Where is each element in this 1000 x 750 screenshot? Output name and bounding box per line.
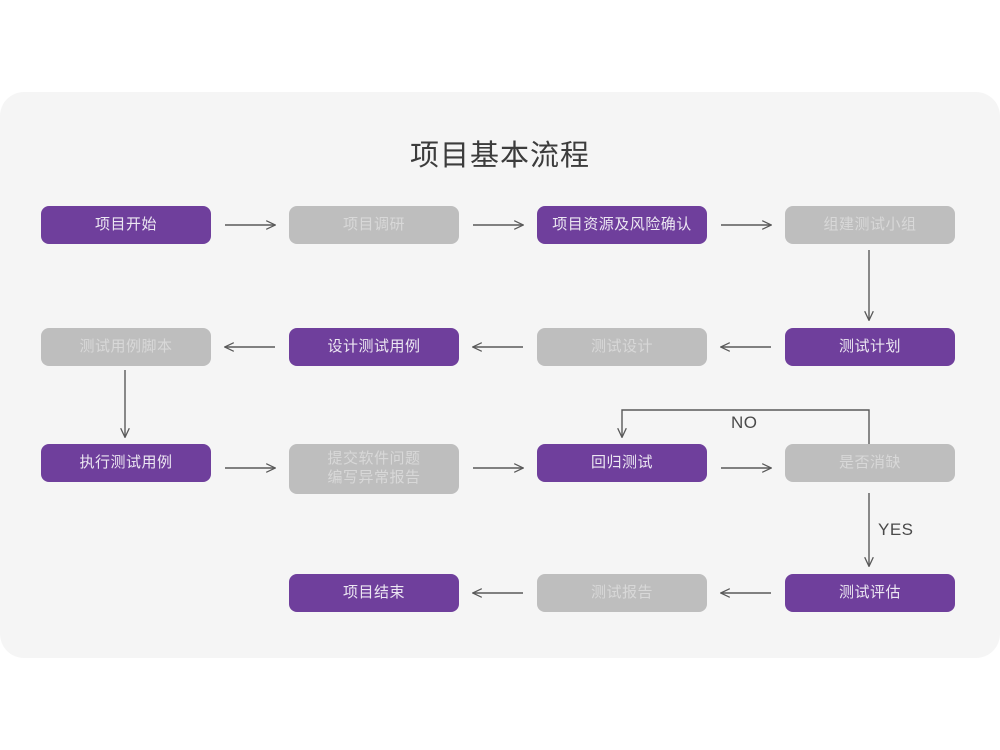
- node-test-report[interactable]: 测试报告: [537, 574, 707, 612]
- node-resource-risk-confirm[interactable]: 项目资源及风险确认: [537, 206, 707, 244]
- node-design-test-cases[interactable]: 设计测试用例: [289, 328, 459, 366]
- node-test-evaluation[interactable]: 测试评估: [785, 574, 955, 612]
- node-form-test-team[interactable]: 组建测试小组: [785, 206, 955, 244]
- branch-label-no: NO: [731, 413, 758, 432]
- node-project-research[interactable]: 项目调研: [289, 206, 459, 244]
- node-test-design[interactable]: 测试设计: [537, 328, 707, 366]
- node-test-plan[interactable]: 测试计划: [785, 328, 955, 366]
- flowchart-card: [0, 92, 1000, 658]
- node-project-start[interactable]: 项目开始: [41, 206, 211, 244]
- node-submit-defects-report[interactable]: 提交软件问题 编写异常报告: [289, 444, 459, 494]
- node-test-case-script[interactable]: 测试用例脚本: [41, 328, 211, 366]
- page-title: 项目基本流程: [409, 140, 590, 172]
- branch-label-yes: YES: [878, 520, 914, 539]
- node-execute-test-cases[interactable]: 执行测试用例: [41, 444, 211, 482]
- node-project-end[interactable]: 项目结束: [289, 574, 459, 612]
- node-regression-test[interactable]: 回归测试: [537, 444, 707, 482]
- node-defects-cleared-decision[interactable]: 是否消缺: [785, 444, 955, 482]
